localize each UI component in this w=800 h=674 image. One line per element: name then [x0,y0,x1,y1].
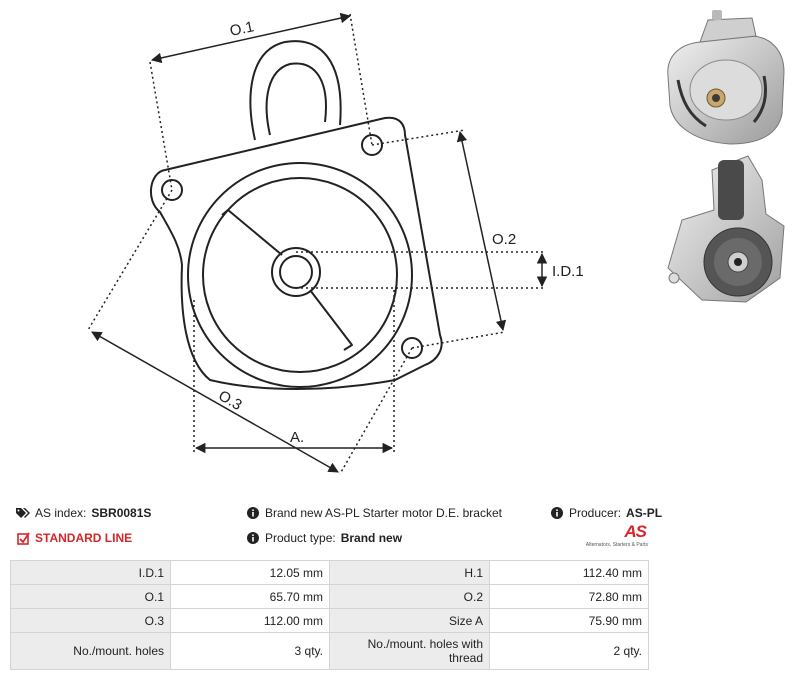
logo-mark: AS [624,522,647,541]
product-photo-front [667,155,785,303]
table-row: I.D.1 12.05 mm H.1 112.40 mm [10,560,649,585]
producer-label: Producer: [569,506,622,520]
spec-key: I.D.1 [10,560,171,585]
producer: Producer: AS-PL [550,506,662,520]
as-index-label: AS index: [35,506,87,520]
spec-value: 75.90 mm [489,608,649,633]
product-type-label: Product type: [265,531,336,545]
spec-value: 3 qty. [170,632,330,670]
producer-value: AS-PL [626,506,663,520]
as-index-value: SBR0081S [91,506,152,520]
product-type-value: Brand new [340,531,403,545]
standard-line-label: STANDARD LINE [35,531,133,545]
spec-value: 12.05 mm [170,560,330,585]
spec-key: H.1 [329,560,490,585]
label-o3: O.3 [215,387,244,414]
logo-tagline: Alternators, Starters & Parts [585,542,648,548]
spec-value: 72.80 mm [489,584,649,609]
product-photo-side [667,10,785,145]
product-description: Brand new AS-PL Starter motor D.E. brack… [246,506,502,520]
info-icon [550,506,564,520]
spec-value: 112.00 mm [170,608,330,633]
table-row: O.3 112.00 mm Size A 75.90 mm [10,608,649,633]
spec-key: Size A [329,608,490,633]
table-row: O.1 65.70 mm O.2 72.80 mm [10,584,649,609]
spec-key: O.3 [10,608,171,633]
spec-key: O.2 [329,584,490,609]
spec-key: O.1 [10,584,171,609]
as-pl-logo: AS Alternators, Starters & Parts [586,522,648,552]
spec-value: 112.40 mm [489,560,649,585]
standard-line-badge: STANDARD LINE [16,531,132,545]
description-text: Brand new AS-PL Starter motor D.E. brack… [265,506,502,520]
spec-value: 65.70 mm [170,584,330,609]
as-index: AS index: SBR0081S [16,506,151,520]
checkbox-icon [16,531,30,545]
info-icon [246,531,260,545]
tags-icon [16,506,30,520]
label-id1: I.D.1 [552,263,584,280]
spec-value: 2 qty. [489,632,649,670]
technical-drawing: O.1 O.2 I.D.1 O.3 A. [87,12,584,475]
spec-key: No./mount. holes [10,632,171,670]
product-type: Product type: Brand new [246,531,402,545]
label-a: A. [290,429,304,446]
label-o1: O.1 [228,18,255,40]
label-o2: O.2 [492,231,516,248]
info-icon [246,506,260,520]
table-row: No./mount. holes 3 qty. No./mount. holes… [10,632,649,670]
specs-table: I.D.1 12.05 mm H.1 112.40 mm O.1 65.70 m… [10,560,649,670]
spec-key: No./mount. holes with thread [329,632,490,670]
